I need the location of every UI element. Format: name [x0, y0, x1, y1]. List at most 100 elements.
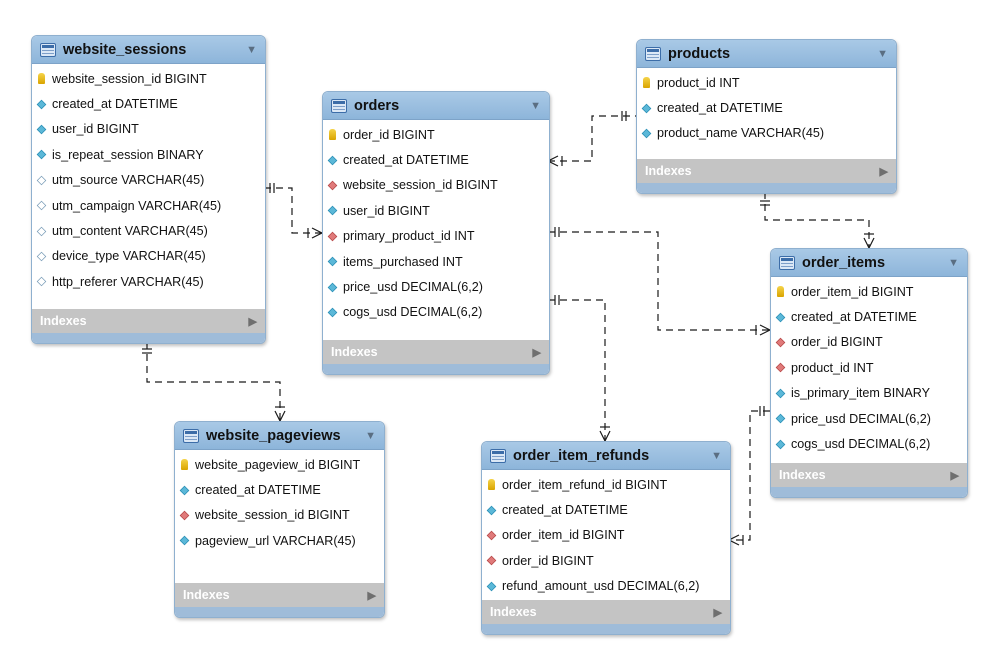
table-orders[interactable]: orders ▼ order_id BIGINT created_at DATETIM… [322, 91, 550, 375]
column-row[interactable]: order_item_id BIGINT [771, 279, 967, 304]
table-footer [323, 364, 549, 374]
collapse-arrow-icon[interactable]: ▼ [877, 47, 888, 60]
table-header[interactable]: order_item_refunds▼ [482, 442, 730, 470]
column-label: product_id INT [657, 75, 740, 90]
attribute-icon [775, 439, 786, 449]
column-row[interactable]: website_session_id BIGINT [323, 173, 549, 198]
indexes-section[interactable]: Indexes▶ [771, 463, 967, 487]
table-icon [779, 255, 795, 270]
table-header[interactable]: orders ▼ [323, 92, 549, 120]
column-row[interactable]: pageview_url VARCHAR(45) [175, 528, 384, 553]
collapse-arrow-icon[interactable]: ▼ [711, 449, 722, 462]
column-row[interactable]: created_at DATETIME [323, 147, 549, 172]
relationship-website-sessions-website-pageviews[interactable] [142, 342, 286, 422]
column-row[interactable]: website_pageview_id BIGINT [175, 452, 384, 477]
expand-arrow-icon[interactable]: ▶ [713, 606, 722, 619]
column-row[interactable]: device_type VARCHAR(45) [32, 244, 265, 269]
attribute-icon [327, 155, 338, 165]
expand-arrow-icon[interactable]: ▶ [248, 315, 257, 328]
column-list: website_pageview_id BIGINT created_at DAT… [175, 450, 384, 554]
indexes-section[interactable]: Indexes▶ [32, 309, 265, 333]
column-row[interactable]: order_item_id BIGINT [482, 523, 730, 548]
table-header[interactable]: website_pageviews▼ [175, 422, 384, 450]
column-row[interactable]: website_session_id BIGINT [175, 503, 384, 528]
column-row[interactable]: items_purchased INT [323, 249, 549, 274]
relationship-products-orders[interactable] [547, 111, 636, 167]
column-row[interactable]: product_id INT [771, 355, 967, 380]
table-website-sessions[interactable]: website_sessions▼website_session_id BIGI… [31, 35, 266, 344]
column-row[interactable]: http_referer VARCHAR(45) [32, 269, 265, 294]
column-row[interactable]: cogs_usd DECIMAL(6,2) [323, 300, 549, 325]
column-row[interactable]: created_at DATETIME [637, 95, 896, 120]
relationship-products-order-items[interactable] [760, 192, 875, 249]
table-website-pageviews[interactable]: website_pageviews▼website_pageview_id BI… [174, 421, 385, 618]
indexes-section[interactable]: Indexes ▶ [175, 583, 384, 607]
foreign-key-icon [327, 180, 338, 191]
table-footer [32, 333, 265, 343]
collapse-arrow-icon[interactable]: ▼ [948, 256, 959, 269]
indexes-label: Indexes [183, 588, 230, 602]
attribute-icon [775, 388, 786, 399]
column-row[interactable]: utm_source VARCHAR(45) [32, 168, 265, 193]
indexes-section[interactable]: Indexes▶ [637, 159, 896, 183]
expand-arrow-icon[interactable]: ▶ [950, 469, 959, 482]
nullable-attribute-icon [36, 200, 47, 211]
column-row[interactable]: product_name VARCHAR(45) [637, 121, 896, 146]
column-row[interactable]: user_id BIGINT [32, 117, 265, 142]
expand-arrow-icon[interactable]: ▶ [367, 589, 376, 602]
primary-key-icon [777, 286, 784, 298]
column-row[interactable]: product_id INT [637, 70, 896, 95]
column-row[interactable]: created_at DATETIME [175, 477, 384, 502]
column-row[interactable]: order_item_refund_id BIGINT [482, 472, 730, 497]
collapse-arrow-icon[interactable]: ▼ [530, 99, 541, 112]
indexes-section[interactable]: Indexes▶ [482, 600, 730, 624]
column-row[interactable]: refund_amount_usd DECIMAL(6,2) [482, 574, 730, 599]
column-label: user_id BIGINT [343, 203, 430, 218]
relationship-orders-order-items[interactable] [548, 227, 771, 336]
table-header[interactable]: website_sessions▼ [32, 36, 265, 64]
relationship-order-items-order-item-refunds[interactable] [728, 406, 770, 546]
expand-arrow-icon[interactable]: ▶ [879, 165, 888, 178]
column-row[interactable]: price_usd DECIMAL(6,2) [771, 406, 967, 431]
attribute-icon [36, 99, 47, 109]
primary-key-icon [38, 73, 45, 85]
table-header[interactable]: order_items▼ [771, 249, 967, 277]
column-row[interactable]: price_usd DECIMAL(6,2) [323, 274, 549, 299]
column-row[interactable]: order_id BIGINT [482, 548, 730, 573]
column-row[interactable]: primary_product_id INT [323, 224, 549, 249]
column-row[interactable]: cogs_usd DECIMAL(6,2) [771, 431, 967, 456]
indexes-section[interactable]: Indexes▶ [323, 340, 549, 364]
table-products[interactable]: products▼ product_id INT created_at DATETI… [636, 39, 897, 194]
column-label: order_id BIGINT [502, 553, 594, 568]
column-label: refund_amount_usd DECIMAL(6,2) [502, 579, 700, 594]
table-footer [771, 487, 967, 497]
column-row[interactable]: order_id BIGINT [323, 122, 549, 147]
column-row[interactable]: created_at DATETIME [482, 497, 730, 522]
table-order-item-refunds[interactable]: order_item_refunds▼order_item_refund_id … [481, 441, 731, 635]
collapse-arrow-icon[interactable]: ▼ [246, 43, 257, 56]
column-label: is_repeat_session BINARY [52, 147, 204, 162]
relationship-website-sessions-orders[interactable] [264, 183, 323, 239]
table-name: orders [354, 97, 400, 114]
relationship-orders-order-item-refunds[interactable] [548, 295, 611, 442]
expand-arrow-icon[interactable]: ▶ [532, 346, 541, 359]
table-header[interactable]: products▼ [637, 40, 896, 68]
column-row[interactable]: user_id BIGINT [323, 198, 549, 223]
column-row[interactable]: order_id BIGINT [771, 330, 967, 355]
column-row[interactable]: is_primary_item BINARY [771, 381, 967, 406]
nullable-attribute-icon [36, 251, 47, 262]
column-row[interactable]: created_at DATETIME [32, 91, 265, 116]
column-label: created_at DATETIME [343, 153, 469, 168]
collapse-arrow-icon[interactable]: ▼ [365, 429, 376, 442]
attribute-icon [775, 312, 786, 322]
column-row[interactable]: website_session_id BIGINT [32, 66, 265, 91]
column-row[interactable]: utm_content VARCHAR(45) [32, 218, 265, 243]
column-row[interactable]: is_repeat_session BINARY [32, 142, 265, 167]
column-row[interactable]: utm_campaign VARCHAR(45) [32, 193, 265, 218]
primary-key-icon [643, 77, 650, 89]
foreign-key-icon [179, 510, 190, 521]
column-row[interactable]: created_at DATETIME [771, 304, 967, 329]
nullable-attribute-icon [36, 175, 47, 186]
column-label: created_at DATETIME [195, 483, 321, 498]
